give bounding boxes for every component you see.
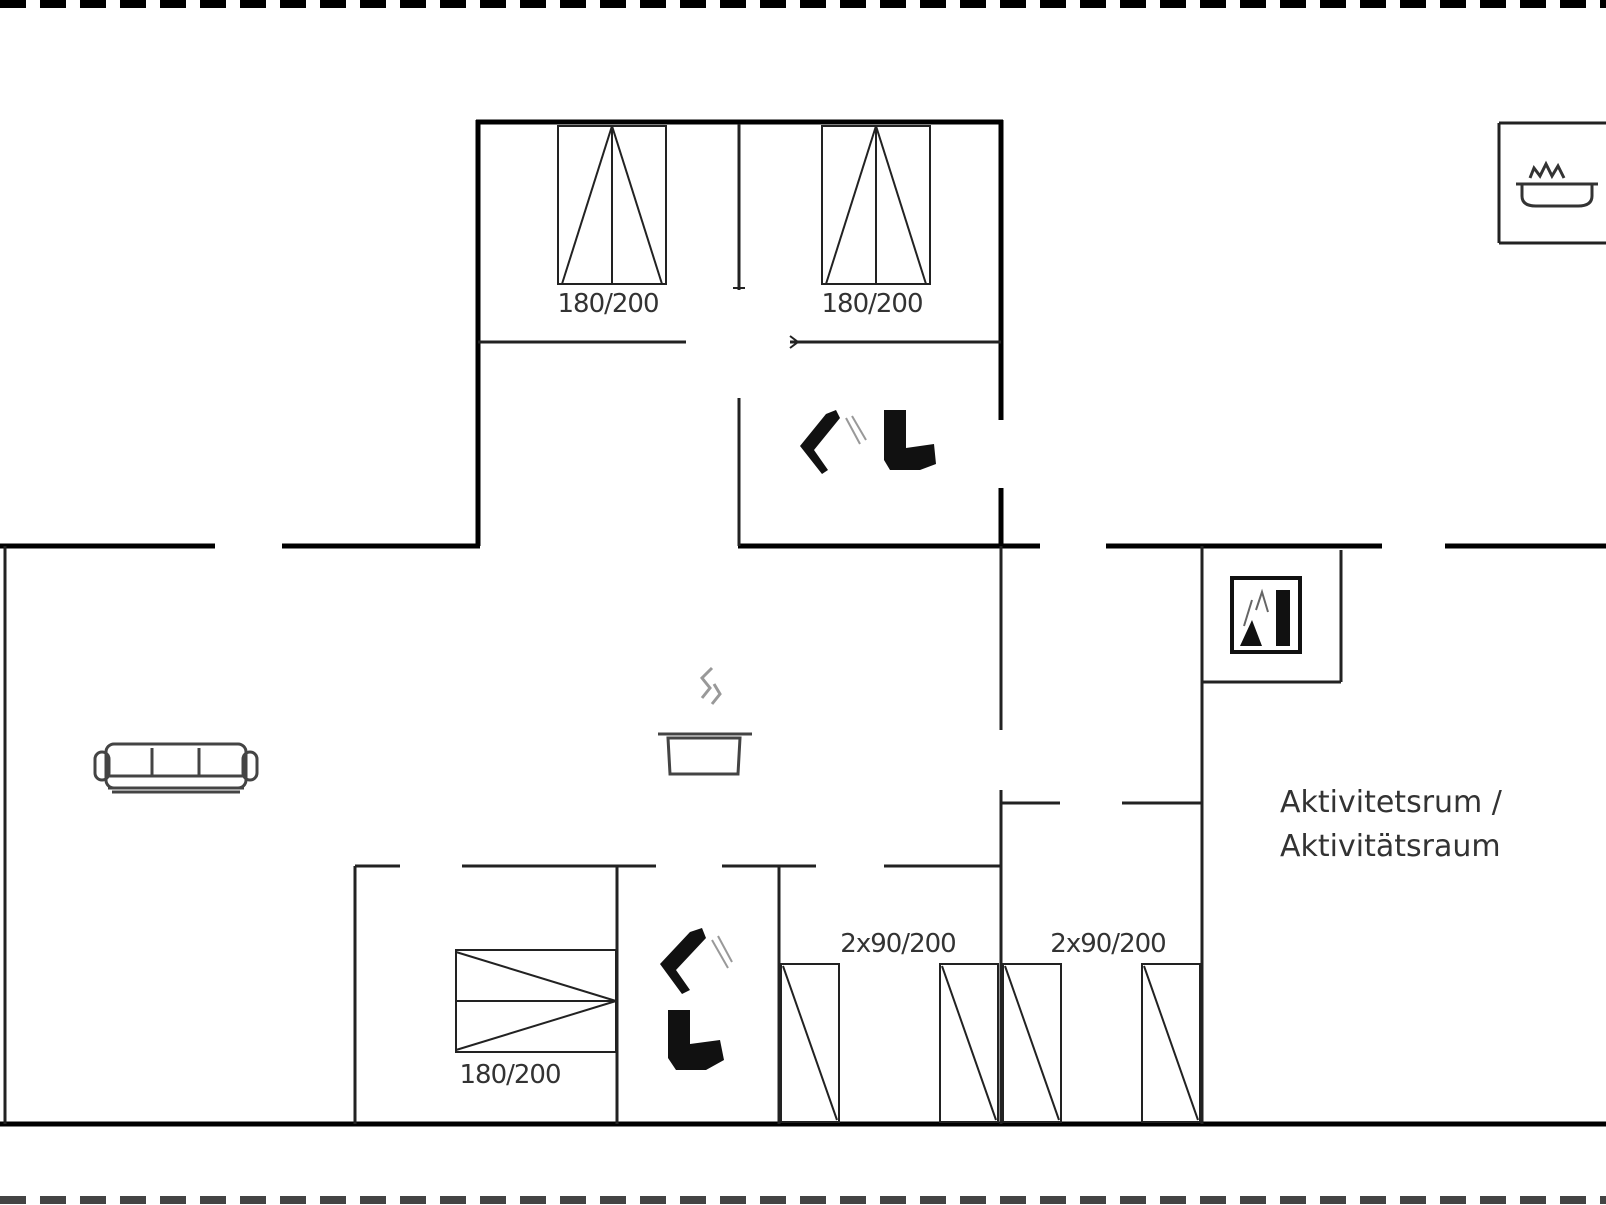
sofa-icon <box>93 742 259 794</box>
fireplace-icon <box>1230 576 1302 654</box>
toilet-icon <box>668 1010 724 1070</box>
door-marks <box>733 287 800 349</box>
bed-size-label: 180/200 <box>557 289 658 319</box>
shower-icon <box>660 928 733 994</box>
bed-size-label: 2x90/200 <box>840 929 955 959</box>
toilet-icon <box>884 410 936 470</box>
room-label-line2: Aktivitätsraum <box>1280 829 1501 864</box>
bed-icon <box>821 125 931 285</box>
bed-icon <box>455 949 617 1053</box>
bed-icon <box>1002 963 1201 1123</box>
sink-icon <box>1516 160 1598 208</box>
bed-size-label: 2x90/200 <box>1050 929 1165 959</box>
bed-size-label: 180/200 <box>459 1060 560 1090</box>
room-label-line1: Aktivitetsrum / <box>1280 785 1503 820</box>
bed-icon <box>780 963 999 1123</box>
bed-size-label: 180/200 <box>821 289 922 319</box>
outer-walls <box>0 119 1606 1127</box>
inner-walls <box>3 121 1606 1124</box>
shower-icon <box>800 410 867 474</box>
bed-icon <box>557 125 667 285</box>
stove-icon <box>658 666 752 776</box>
